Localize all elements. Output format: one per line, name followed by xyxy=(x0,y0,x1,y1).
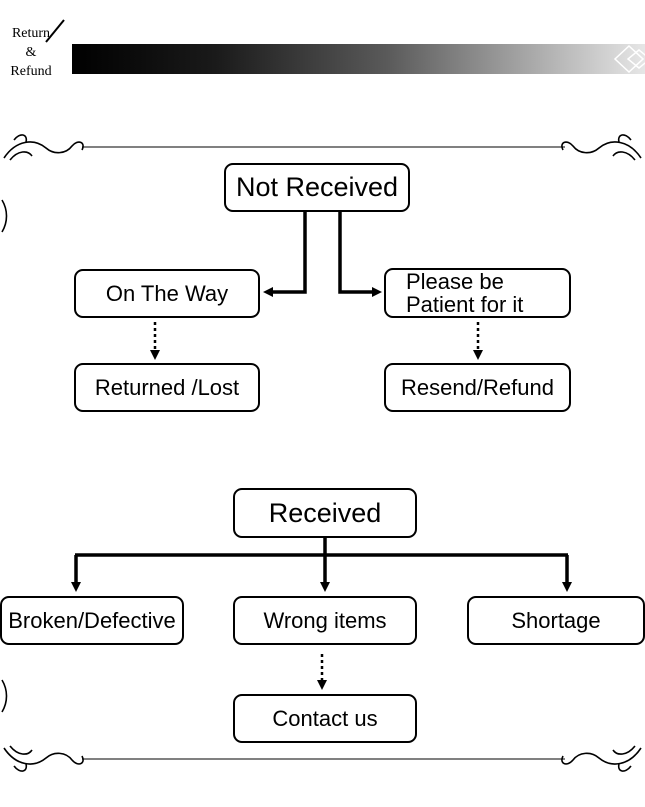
flourish-corner-icon xyxy=(561,134,642,161)
arrow-to-on-the-way xyxy=(263,210,307,297)
node-contact-us: Contact us xyxy=(233,694,417,743)
logo: Return & Refund xyxy=(0,24,62,81)
logo-line-return: Return xyxy=(11,26,51,41)
node-returned-lost-label: Returned /Lost xyxy=(94,374,240,400)
logo-line-refund: Refund xyxy=(10,64,52,79)
node-shortage-label: Shortage xyxy=(511,607,601,633)
node-on-the-way: On The Way xyxy=(74,269,260,318)
node-patient-line1: Please be xyxy=(406,269,504,294)
node-broken-defective: Broken/Defective xyxy=(0,596,184,645)
arrow-to-patient xyxy=(338,210,382,297)
header-banner xyxy=(72,44,645,74)
node-on-the-way-label: On The Way xyxy=(105,280,229,306)
node-wrong-items-label: Wrong items xyxy=(263,607,387,633)
node-not-received-label: Not Received xyxy=(235,172,399,202)
node-contact-us-label: Contact us xyxy=(272,705,378,731)
node-broken-defective-label: Broken/Defective xyxy=(8,607,176,633)
node-received: Received xyxy=(233,488,417,538)
diamond-icon xyxy=(613,44,645,74)
node-patient-line2: Patient for it xyxy=(406,292,524,317)
flourish-corner-icon xyxy=(1,679,84,772)
flourish-corner-icon xyxy=(1,134,84,233)
node-resend-refund-label: Resend/Refund xyxy=(401,374,554,400)
flourish-corner-icon xyxy=(561,745,642,772)
node-resend-refund: Resend/Refund xyxy=(384,363,571,412)
logo-line-ampersand: & xyxy=(25,45,37,60)
node-wrong-items: Wrong items xyxy=(233,596,417,645)
node-not-received: Not Received xyxy=(224,163,410,212)
node-received-label: Received xyxy=(268,497,382,528)
node-please-be-patient: Please be Patient for it xyxy=(384,268,571,318)
node-returned-lost: Returned /Lost xyxy=(74,363,260,412)
node-shortage: Shortage xyxy=(467,596,645,645)
pen-slash-icon xyxy=(45,19,65,43)
